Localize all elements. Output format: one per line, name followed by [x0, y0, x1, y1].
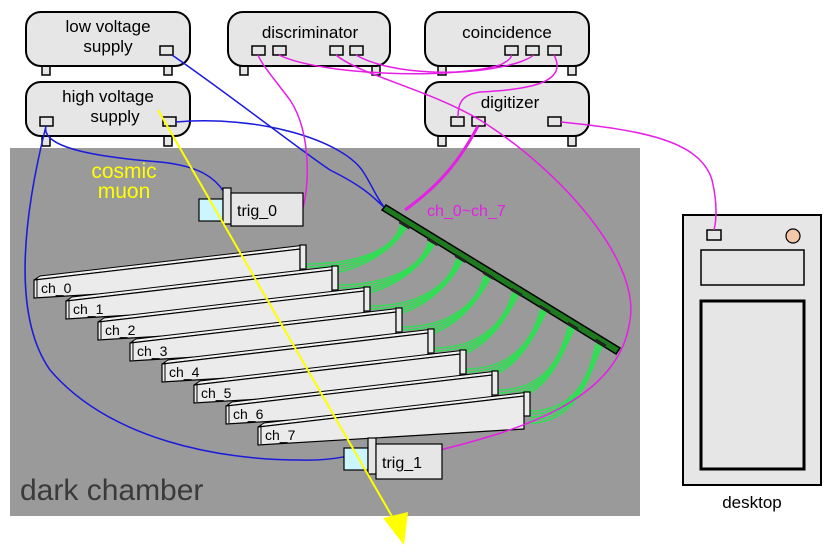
fiber-5-0 — [465, 309, 542, 370]
signal-cables — [257, 54, 717, 451]
desktop-power-button — [785, 228, 801, 244]
fiber-7-4 — [529, 342, 605, 424]
fiber-4-1 — [433, 292, 515, 352]
muon-arrowhead — [383, 512, 408, 545]
fiber-6-1 — [497, 325, 571, 394]
fiber-2-1 — [369, 258, 459, 310]
desktop-computer: desktop — [682, 214, 822, 512]
sensor-chip-5 — [538, 304, 551, 314]
digitizer-to-desktop-cable — [560, 121, 717, 231]
sensor-board — [380, 204, 622, 356]
digitizer-port-1 — [450, 116, 465, 127]
dark-chamber-label: dark chamber — [20, 474, 203, 507]
coincidence-module: coincidence — [424, 11, 590, 76]
digitizer-label: digitizer — [481, 93, 540, 112]
fiber-0-0 — [305, 224, 402, 265]
bundle-label: ch_0~ch_7 — [427, 203, 506, 220]
fiber-5-1 — [465, 309, 543, 373]
low-voltage-label-line1: low voltage — [65, 17, 150, 36]
muon-label-line2: muon — [98, 180, 151, 203]
coincidence-label: coincidence — [462, 23, 552, 42]
coincidence-to-digitizer-cable — [457, 54, 558, 118]
hv-to-trig0-cable — [45, 125, 225, 193]
digitizer-module: digitizer — [424, 81, 590, 147]
lv-to-board-cable — [171, 54, 385, 208]
fiber-1-1 — [337, 241, 431, 289]
coincidence-port-2 — [525, 45, 540, 56]
discriminator-label: discriminator — [262, 23, 359, 42]
muon-label-line1: cosmic — [91, 160, 156, 183]
trig0-to-discriminator-cable — [257, 54, 308, 209]
fiber-6-0 — [497, 325, 570, 391]
discriminator-module: discriminator — [227, 11, 391, 76]
desktop-panel — [699, 299, 806, 471]
discriminator-to-trig1-cable — [335, 54, 632, 451]
channel-label-7: ch_7 — [265, 427, 296, 443]
channel-label-4: ch_4 — [169, 364, 200, 380]
scintillator-bar-7: ch_7 — [257, 391, 531, 446]
channel-label-6: ch_6 — [233, 406, 264, 422]
sensor-chip-7 — [594, 338, 607, 348]
discriminator-port-2 — [272, 45, 287, 56]
fiber-3-1 — [401, 275, 487, 331]
trig0-counter: trig_0 — [198, 187, 304, 227]
coincidence-port-1 — [504, 45, 519, 56]
discriminator-port-3 — [329, 45, 344, 56]
desktop-label: desktop — [722, 493, 782, 512]
fiber-3-0 — [401, 275, 486, 328]
high-voltage-supply-module: high voltage supply — [25, 81, 191, 147]
bundle-to-digitizer-cable — [404, 125, 480, 212]
high-voltage-label-line1: high voltage — [62, 87, 154, 106]
low-voltage-output-port — [159, 45, 174, 56]
channel-label-3: ch_3 — [137, 343, 168, 359]
hv-to-board-cable — [175, 120, 385, 208]
low-voltage-label-line2: supply — [83, 37, 133, 56]
trig1-label: trig_1 — [382, 455, 422, 472]
fiber-1-0 — [337, 241, 430, 286]
bars-layer: ch_0ch_1ch_2ch_3ch_4ch_5ch_6ch_7 — [33, 244, 531, 446]
discriminator-to-coincidence-cable-2 — [355, 54, 534, 74]
sensor-chip-6 — [566, 321, 579, 331]
fiber-4-0 — [433, 292, 514, 349]
high-voltage-port-left — [39, 116, 54, 127]
cosmic-muon-track — [157, 109, 408, 545]
digitizer-port-2 — [471, 116, 486, 127]
channel-label-0: ch_0 — [41, 280, 72, 296]
sensor-chip-2 — [454, 254, 467, 264]
trig1-counter: trig_1 — [343, 437, 443, 480]
sensor-chip-1 — [426, 237, 439, 247]
coincidence-port-3 — [547, 45, 562, 56]
sensor-chip-4 — [510, 287, 523, 297]
fiber-7-1 — [529, 342, 599, 415]
fiber-7-0 — [529, 342, 598, 412]
channel-label-1: ch_1 — [73, 301, 104, 317]
fiber-2-0 — [369, 258, 458, 307]
digitizer-port-3 — [547, 116, 562, 127]
sensor-chip-3 — [482, 271, 495, 280]
channel-label-2: ch_2 — [105, 322, 136, 338]
discriminator-port-4 — [349, 45, 364, 56]
channel-label-5: ch_5 — [201, 385, 232, 401]
sensor-chip-0 — [398, 220, 411, 230]
desktop-input-port — [706, 229, 722, 241]
high-voltage-label-line2: supply — [90, 107, 140, 126]
trig0-label: trig_0 — [237, 203, 277, 220]
low-voltage-supply-module: low voltage supply — [25, 11, 191, 76]
desktop-drive-bay — [700, 249, 805, 286]
fiber-7-3 — [529, 342, 603, 421]
discriminator-port-1 — [251, 45, 266, 56]
fiber-0-1 — [305, 224, 403, 268]
